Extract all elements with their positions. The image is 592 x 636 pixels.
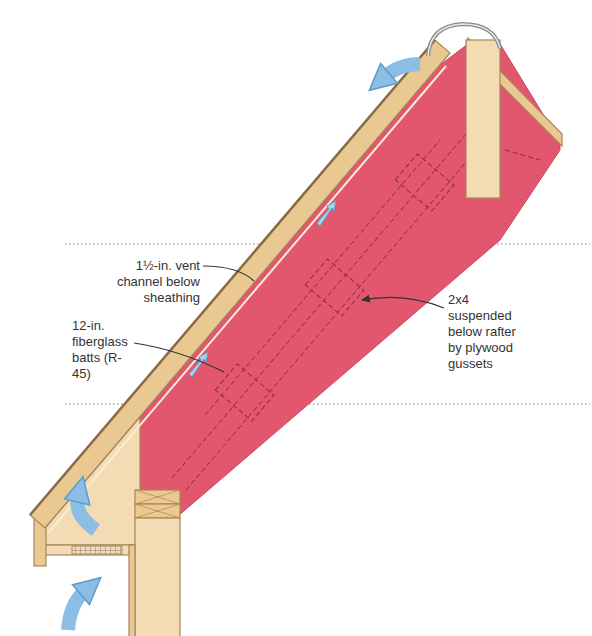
batts-label: 12-in. fiberglass batts (R-45) [72,318,138,382]
ridge-vent-cap [428,24,500,56]
wall-framing [129,490,180,636]
soffit [40,545,140,555]
vent-channel [49,66,446,532]
rafter-tail [42,417,140,545]
ridge-vent-cap [428,24,500,56]
ridge-board [466,40,500,198]
rafter-2x4-label: 2x4 suspended below rafter by plywood gu… [448,292,530,372]
roof-sheathing [30,40,450,528]
airflow-arrow-small [189,201,336,377]
airflow-arrow [68,64,420,630]
vent-channel-label: 1½-in. vent channel below sheathing [98,258,200,306]
roofing [30,40,435,515]
soffit-vent [72,546,122,554]
